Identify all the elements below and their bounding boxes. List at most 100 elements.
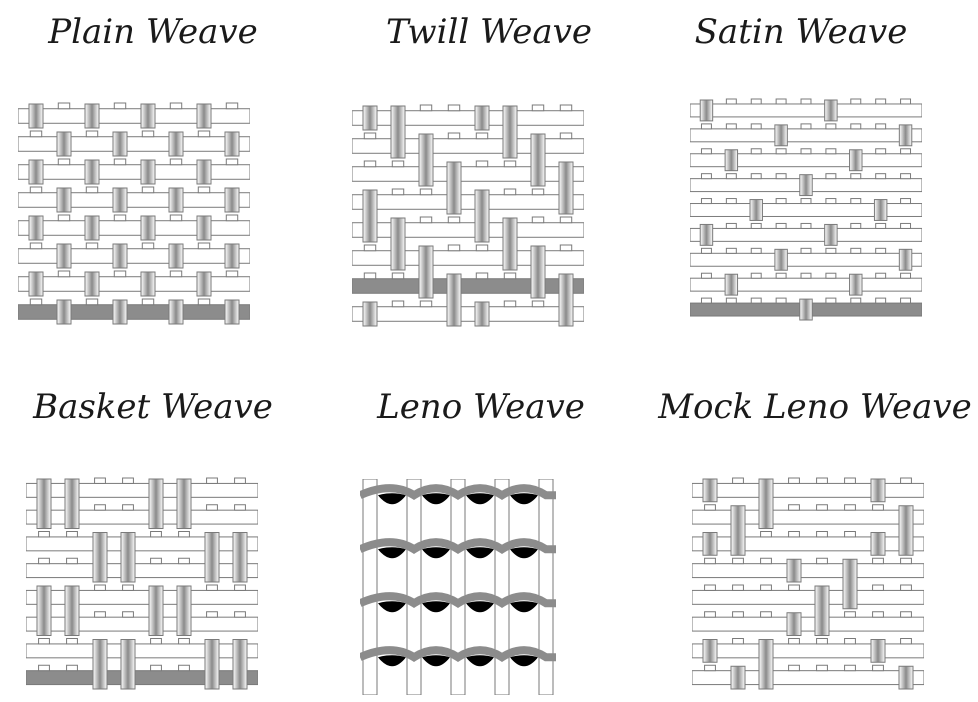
warp-float xyxy=(65,479,79,529)
warp-sink xyxy=(179,532,190,537)
weft-yarn xyxy=(352,111,584,126)
warp-sink xyxy=(776,273,786,278)
weft-yarn xyxy=(352,139,584,154)
leno-twist xyxy=(378,601,406,612)
warp-float xyxy=(899,506,913,556)
panel-title: Mock Leno Weave xyxy=(652,387,978,427)
warp-sink xyxy=(235,478,246,483)
weft-yarn xyxy=(26,483,258,497)
warp-sink xyxy=(751,273,761,278)
warp-sink xyxy=(789,639,800,644)
warp-sink xyxy=(364,245,375,251)
warp-float xyxy=(57,300,71,324)
warp-float xyxy=(475,190,489,242)
warp-sink xyxy=(817,505,828,510)
warp-sink xyxy=(198,187,209,193)
warp-sink xyxy=(789,585,800,590)
warp-float xyxy=(85,104,99,128)
warp-float xyxy=(843,559,857,609)
warp-sink xyxy=(817,532,828,537)
warp-sink xyxy=(207,505,218,510)
warp-sink xyxy=(726,298,736,303)
warp-sink xyxy=(142,187,153,193)
warp-sink xyxy=(901,174,911,179)
warp-float xyxy=(141,160,155,184)
warp-sink xyxy=(876,223,886,228)
warp-sink xyxy=(30,299,41,305)
warp-float xyxy=(197,272,211,296)
warp-sink xyxy=(39,665,50,670)
warp-sink xyxy=(235,505,246,510)
weft-yarn xyxy=(352,167,584,182)
warp-float xyxy=(800,299,812,320)
warp-sink xyxy=(845,639,856,644)
warp-sink xyxy=(801,248,811,253)
warp-sink xyxy=(95,478,106,483)
warp-sink xyxy=(476,273,487,279)
warp-sink xyxy=(705,665,716,670)
warp-float xyxy=(93,640,107,690)
weft-yarn xyxy=(692,483,924,497)
warp-sink xyxy=(198,299,209,305)
warp-sink xyxy=(207,478,218,483)
warp-float xyxy=(85,216,99,240)
warp-sink xyxy=(95,612,106,617)
warp-float xyxy=(700,100,712,121)
warp-sink xyxy=(789,478,800,483)
warp-sink xyxy=(901,585,912,590)
warp-float xyxy=(531,246,545,298)
warp-sink xyxy=(420,189,431,195)
warp-sink xyxy=(733,478,744,483)
warp-float xyxy=(725,274,737,295)
warp-sink xyxy=(801,223,811,228)
panel-mock-leno-weave: Mock Leno Weave xyxy=(652,351,978,702)
warp-sink xyxy=(876,99,886,104)
warp-sink xyxy=(851,174,861,179)
warp-float xyxy=(850,274,862,295)
weft-yarn xyxy=(690,228,922,241)
panel-title: Satin Weave xyxy=(638,12,964,52)
leno-twist xyxy=(466,655,494,666)
warp-sink xyxy=(58,103,69,109)
warp-sink xyxy=(560,217,571,223)
warp-sink xyxy=(733,585,744,590)
warp-sink xyxy=(751,174,761,179)
warp-sink xyxy=(826,298,836,303)
warp-float xyxy=(363,302,377,326)
panel-satin-weave: Satin Weave xyxy=(652,0,978,351)
warp-sink xyxy=(114,271,125,277)
warp-float xyxy=(475,106,489,130)
leno-twist xyxy=(510,655,538,666)
warp-sink xyxy=(801,149,811,154)
warp-sink xyxy=(876,298,886,303)
warp-float xyxy=(759,479,773,529)
warp-sink xyxy=(420,105,431,111)
warp-float xyxy=(871,479,885,502)
warp-float xyxy=(391,218,405,270)
weft-yarn xyxy=(692,590,924,604)
warp-sink xyxy=(560,133,571,139)
warp-sink xyxy=(30,243,41,249)
warp-sink xyxy=(123,612,134,617)
warp-sink xyxy=(761,532,772,537)
warp-sink xyxy=(504,301,515,307)
warp-float xyxy=(29,160,43,184)
warp-float xyxy=(141,216,155,240)
warp-float xyxy=(65,586,79,636)
warp-sink xyxy=(560,105,571,111)
warp-float xyxy=(447,274,461,326)
warp-sink xyxy=(179,558,190,563)
warp-sink xyxy=(420,301,431,307)
warp-sink xyxy=(817,478,828,483)
warp-sink xyxy=(142,131,153,137)
warp-sink xyxy=(504,161,515,167)
warp-sink xyxy=(851,99,861,104)
warp-sink xyxy=(170,159,181,165)
warp-sink xyxy=(170,103,181,109)
warp-sink xyxy=(901,478,912,483)
warp-sink xyxy=(901,199,911,204)
warp-sink xyxy=(826,149,836,154)
warp-float xyxy=(850,150,862,171)
warp-sink xyxy=(504,189,515,195)
warp-sink xyxy=(876,174,886,179)
